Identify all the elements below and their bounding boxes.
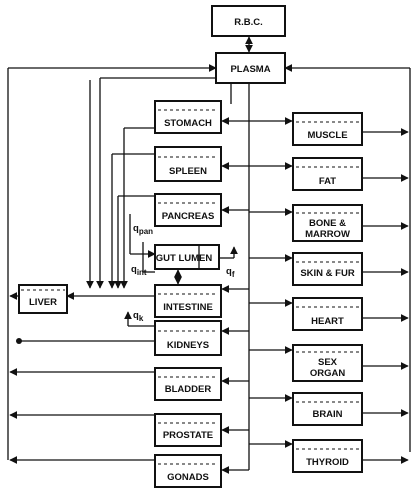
flow-labels: qpan qint qf qk [131,223,235,323]
intestine-label: INTESTINE [163,302,213,313]
spleen-compartment: SPLEEN [154,146,222,182]
fat-compartment: FAT [292,157,363,191]
stomach-compartment: STOMACH [154,100,222,134]
q-k-label: qk [133,310,144,323]
bone-marrow-compartment: BONE & MARROW [292,204,363,242]
liver-compartment: LIVER [18,284,68,314]
heart-label: HEART [311,316,344,327]
thyroid-compartment: THYROID [292,439,363,473]
skin-fur-compartment: SKIN & FUR [292,252,363,286]
q-f-label: qf [226,266,235,279]
gut-lumen-compartment: GUT LUMEN [154,244,220,270]
skin-fur-label: SKIN & FUR [300,268,355,279]
stomach-label: STOMACH [164,118,212,129]
q-pan-label: qpan [133,223,153,236]
rbc-compartment: R.B.C. [211,5,286,37]
bone-marrow-label-line1: BONE & [309,218,346,229]
gonads-compartment: GONADS [154,454,222,488]
pancreas-compartment: PANCREAS [154,193,222,227]
sex-organ-label-line2: ORGAN [310,368,346,379]
liver-label: LIVER [29,297,57,308]
muscle-label: MUSCLE [307,130,347,141]
pancreas-label: PANCREAS [162,211,215,222]
intestine-compartment: INTESTINE [154,284,222,318]
heart-compartment: HEART [292,297,363,331]
bladder-compartment: BLADDER [154,367,222,401]
kidneys-compartment: KIDNEYS [154,320,222,356]
brain-compartment: BRAIN [292,392,363,426]
kidneys-label: KIDNEYS [167,340,209,351]
brain-label: BRAIN [312,409,342,420]
bladder-label: BLADDER [165,384,212,395]
q-int-label: qint [131,264,147,277]
gonads-label: GONADS [167,472,209,483]
plasma-compartment: PLASMA [215,52,286,84]
fat-label: FAT [319,176,336,187]
flow-lines [7,36,411,474]
rbc-label: R.B.C. [234,17,263,28]
thyroid-label: THYROID [306,457,349,468]
sex-organ-compartment: SEX ORGAN [292,344,363,382]
plasma-label: PLASMA [230,64,270,75]
bone-marrow-label-line2: MARROW [305,229,350,240]
prostate-compartment: PROSTATE [154,413,222,447]
spleen-label: SPLEEN [169,166,207,177]
gut-lumen-label: GUT LUMEN [156,253,213,264]
sex-organ-label-line1: SEX [318,357,338,368]
prostate-label: PROSTATE [163,430,213,441]
muscle-compartment: MUSCLE [292,112,363,146]
